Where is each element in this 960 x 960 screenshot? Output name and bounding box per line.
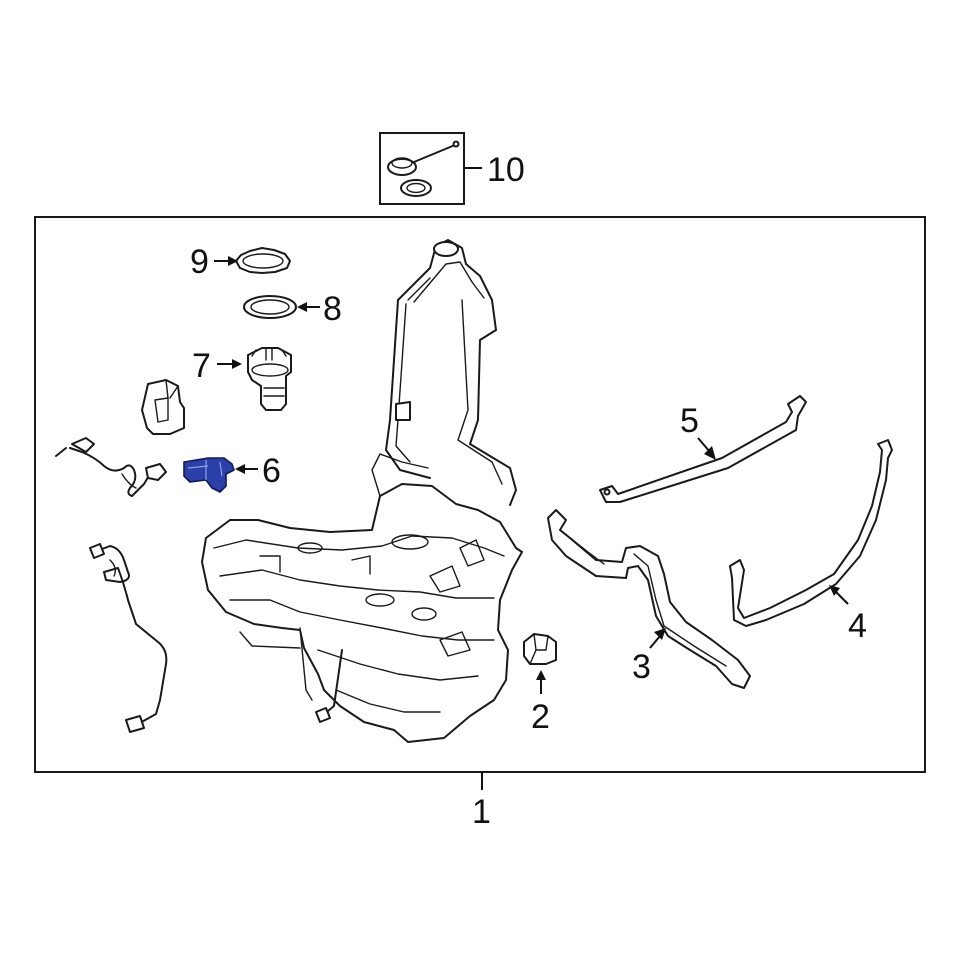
part-5-strap[interactable] <box>599 395 807 503</box>
part-1-fuel-tank[interactable] <box>201 239 523 743</box>
leader-3 <box>649 635 661 649</box>
part-8-seal[interactable] <box>243 295 297 319</box>
part-4-strap[interactable] <box>729 439 893 627</box>
arrow-2 <box>536 670 546 680</box>
leader-5 <box>697 437 711 453</box>
callout-3[interactable]: 3 <box>632 648 651 686</box>
arrow-6 <box>235 464 245 474</box>
part-2-grommet[interactable] <box>523 633 557 665</box>
arrow-7 <box>232 359 242 369</box>
callout-10[interactable]: 10 <box>487 151 525 189</box>
callout-1[interactable]: 1 <box>472 793 491 831</box>
callout-9[interactable]: 9 <box>190 243 209 281</box>
callout-4[interactable]: 4 <box>848 607 867 645</box>
callout-8[interactable]: 8 <box>323 290 342 328</box>
callout-7[interactable]: 7 <box>192 347 211 385</box>
callout-5[interactable]: 5 <box>680 402 699 440</box>
wiring-harness-upper <box>55 437 167 497</box>
callout-6[interactable]: 6 <box>262 452 281 490</box>
part-7-fuel-pump[interactable] <box>247 347 292 411</box>
assembly-frame <box>34 216 926 773</box>
arrow-9 <box>228 256 238 266</box>
part-3-bracket[interactable] <box>547 509 751 689</box>
arrow-5 <box>704 446 716 460</box>
clip-bracket <box>141 379 185 435</box>
leader-4 <box>835 591 849 605</box>
arrow-3 <box>654 628 666 640</box>
part-10-inset[interactable] <box>379 132 465 205</box>
part-6-highlighted-valve[interactable] <box>183 457 235 493</box>
arrow-8 <box>297 302 307 312</box>
arrow-4 <box>829 585 840 596</box>
callout-2[interactable]: 2 <box>531 698 550 736</box>
part-9-lock-ring[interactable] <box>235 247 291 274</box>
wiring-harness-lower <box>89 543 168 733</box>
